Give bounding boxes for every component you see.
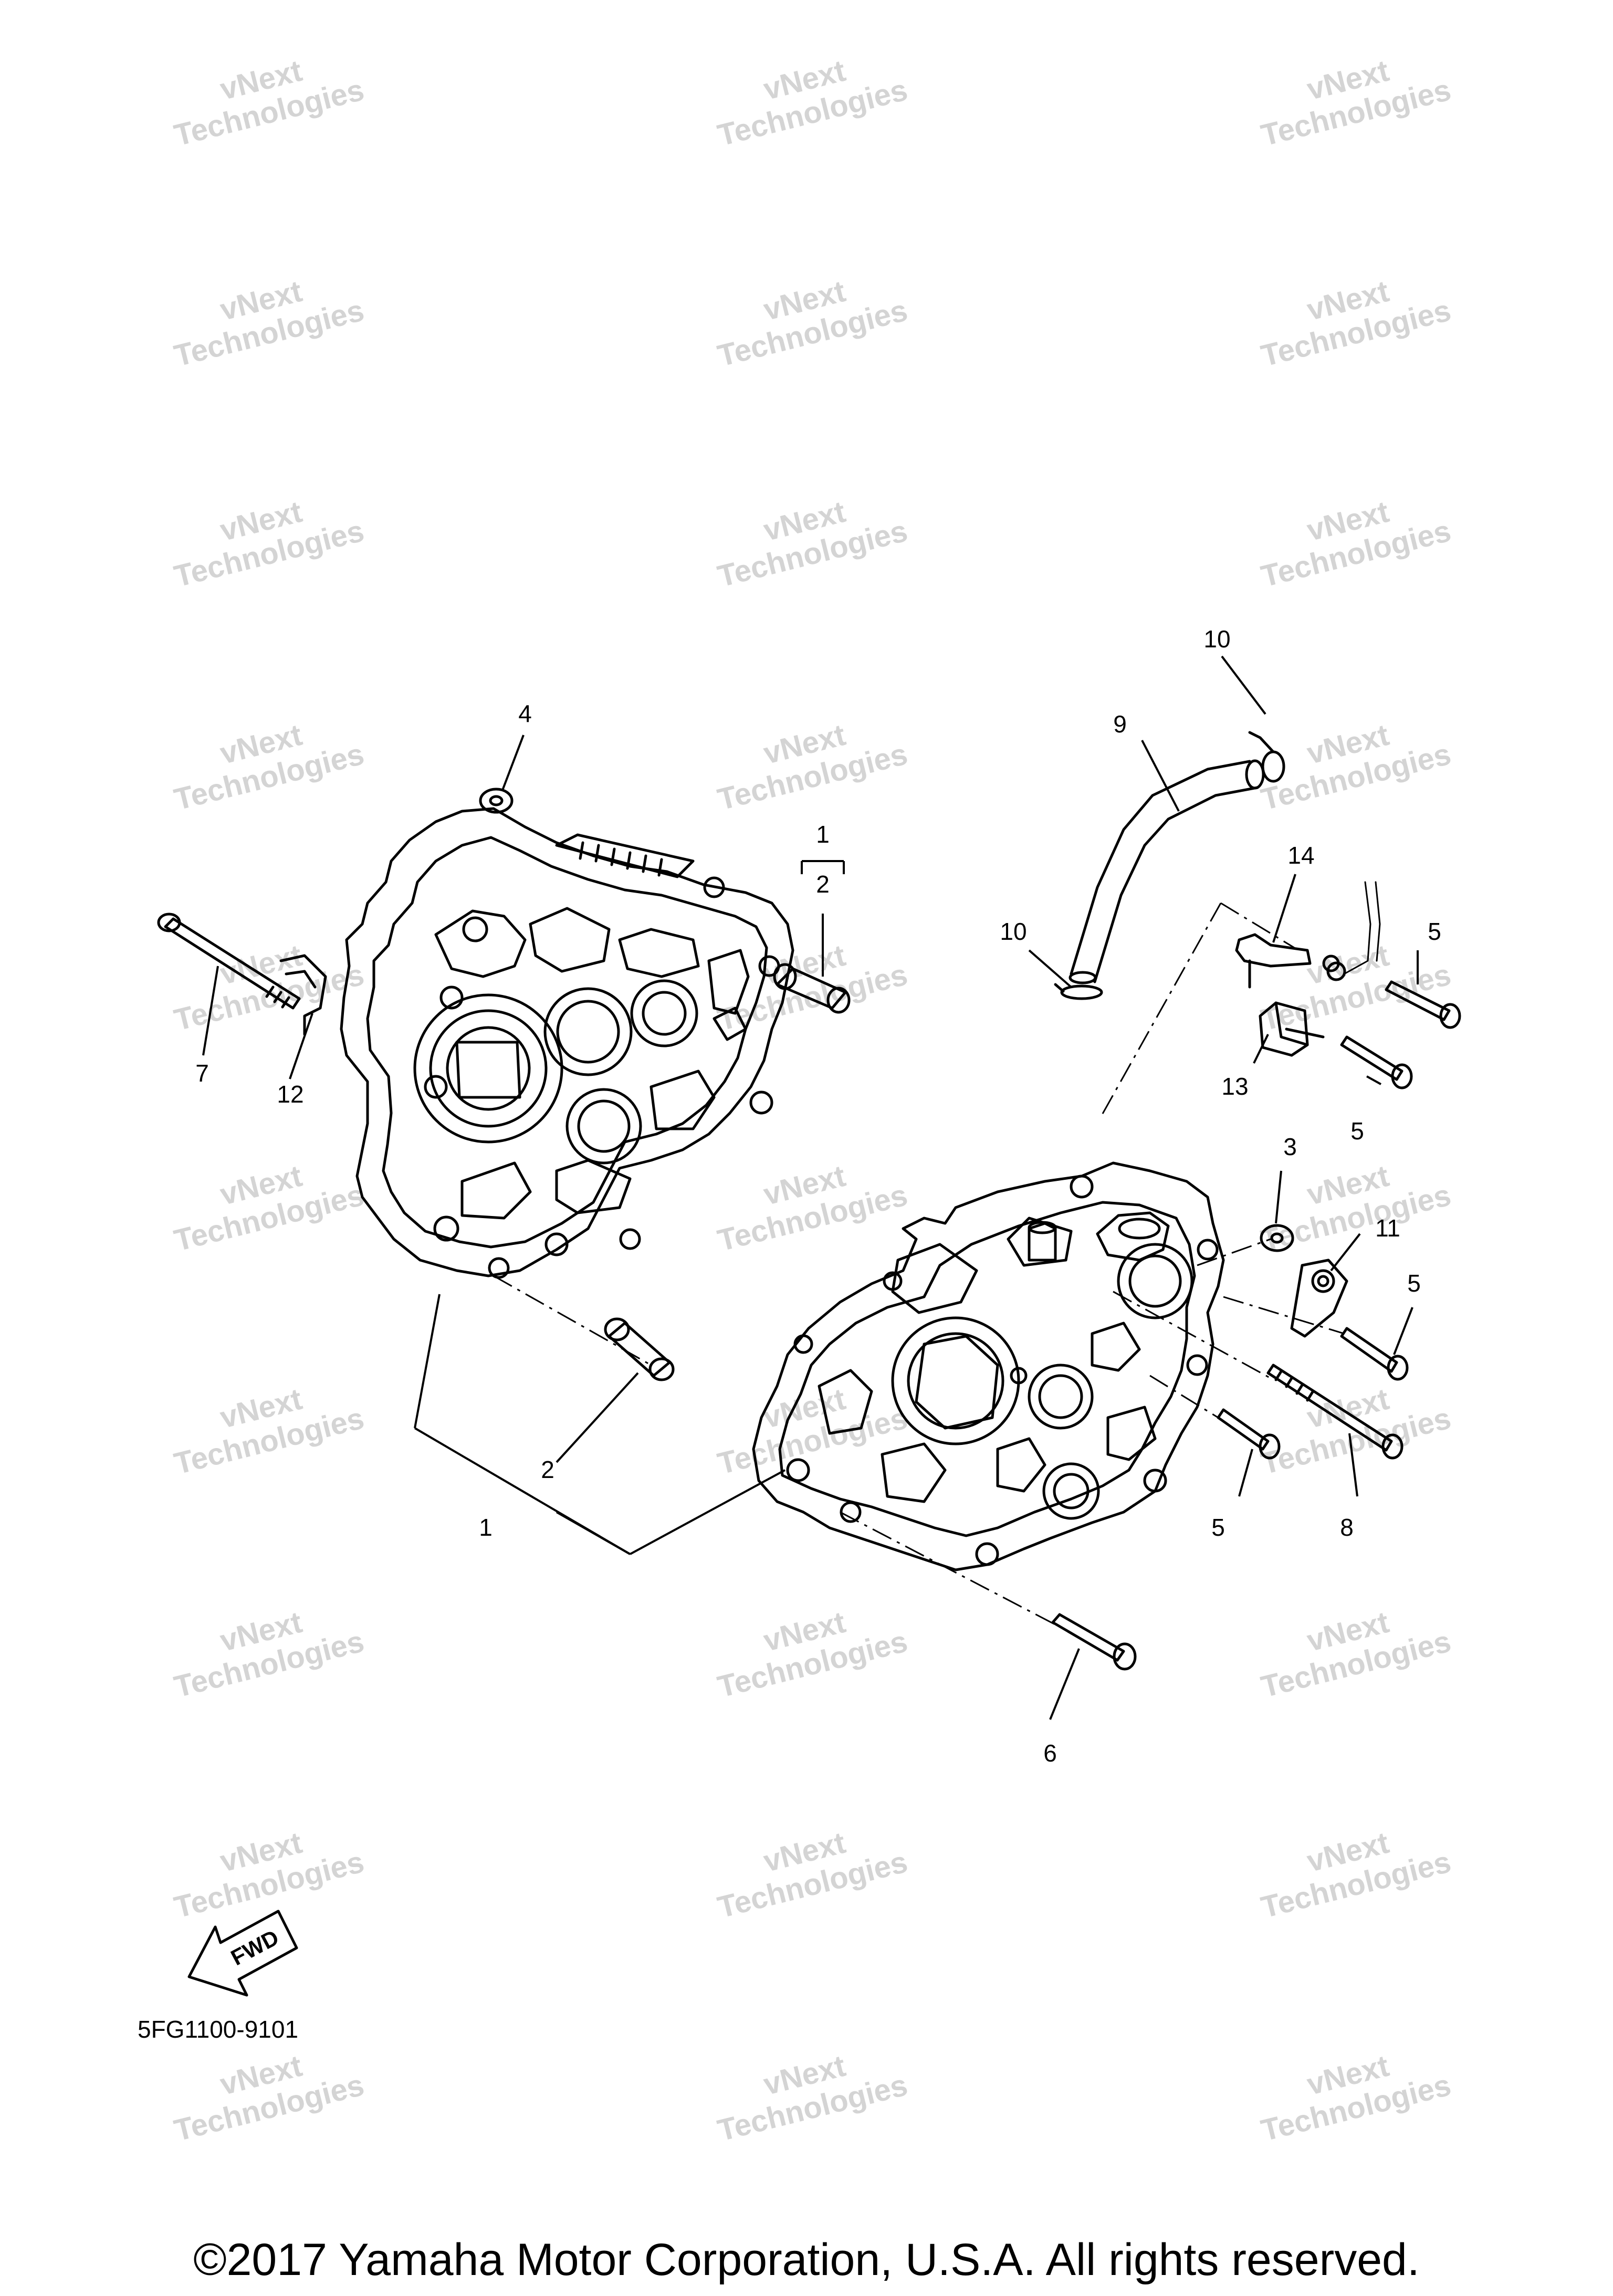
breather-hose-part-9 xyxy=(1069,759,1265,984)
right-crankcase-half xyxy=(752,1161,1225,1571)
callout-11: 11 xyxy=(1375,1214,1400,1242)
dowel-pin-part-2-bottom xyxy=(604,1317,675,1381)
callout-9: 9 xyxy=(1113,710,1127,738)
wire-line-2 xyxy=(1375,881,1381,962)
clip-part-12 xyxy=(279,954,327,1036)
copyright-notice: ©2017 Yamaha Motor Corporation, U.S.A. A… xyxy=(193,2235,1420,2285)
bolt-part-5-d xyxy=(1217,1408,1281,1460)
callout-3: 3 xyxy=(1283,1133,1297,1160)
clamp-part-13 xyxy=(1259,1001,1325,1057)
bracket-part-14 xyxy=(1235,933,1340,989)
callout-5-d: 5 xyxy=(1211,1514,1225,1541)
callout-2-bottom: 2 xyxy=(541,1456,554,1483)
callout-13: 13 xyxy=(1221,1073,1248,1100)
leader-lines xyxy=(202,655,1419,1720)
wire-line xyxy=(1343,881,1371,975)
callout-8: 8 xyxy=(1340,1514,1354,1541)
bolt-part-5-c xyxy=(1340,1327,1409,1381)
fwd-arrow-icon: FWD xyxy=(187,1910,298,1997)
left-crankcase-half xyxy=(340,807,794,1279)
bolt-part-5-a xyxy=(1385,980,1461,1029)
callout-5-a: 5 xyxy=(1428,918,1441,945)
callout-4: 4 xyxy=(518,700,532,727)
callout-12: 12 xyxy=(277,1081,303,1108)
callout-14: 14 xyxy=(1287,842,1314,869)
callout-1-bottom: 1 xyxy=(479,1514,493,1541)
hose-clip-part-10-top xyxy=(1248,731,1285,783)
callout-10-mid: 10 xyxy=(1000,918,1027,945)
stud-bolt-part-8 xyxy=(1266,1364,1403,1460)
callout-6: 6 xyxy=(1043,1739,1057,1767)
callout-10-top: 10 xyxy=(1203,625,1230,653)
callout-5-c: 5 xyxy=(1407,1270,1421,1297)
callout-7: 7 xyxy=(195,1060,209,1087)
wire-ring xyxy=(1326,961,1346,981)
diagram-code: 5FG1100-9101 xyxy=(138,2016,299,2043)
plate-part-11 xyxy=(1290,1259,1348,1338)
washer-part-3 xyxy=(1260,1224,1294,1252)
hose-clip-part-10-mid xyxy=(1054,983,1103,1000)
alignment-lines xyxy=(493,902,1345,1634)
callout-2-top: 2 xyxy=(816,871,830,898)
washer-part-4 xyxy=(479,788,514,814)
bolt-part-5-b xyxy=(1340,1035,1413,1089)
callout-labels: 1 2 4 7 12 10 9 14 10 5 13 5 3 11 5 2 1 … xyxy=(195,625,1441,1767)
bolt-part-6 xyxy=(1051,1613,1137,1671)
callout-1-top: 1 xyxy=(816,821,830,848)
dowel-pin-part-2-top xyxy=(773,963,851,1014)
long-bolt-part-7 xyxy=(157,913,301,1010)
callout-5-b: 5 xyxy=(1350,1117,1364,1145)
